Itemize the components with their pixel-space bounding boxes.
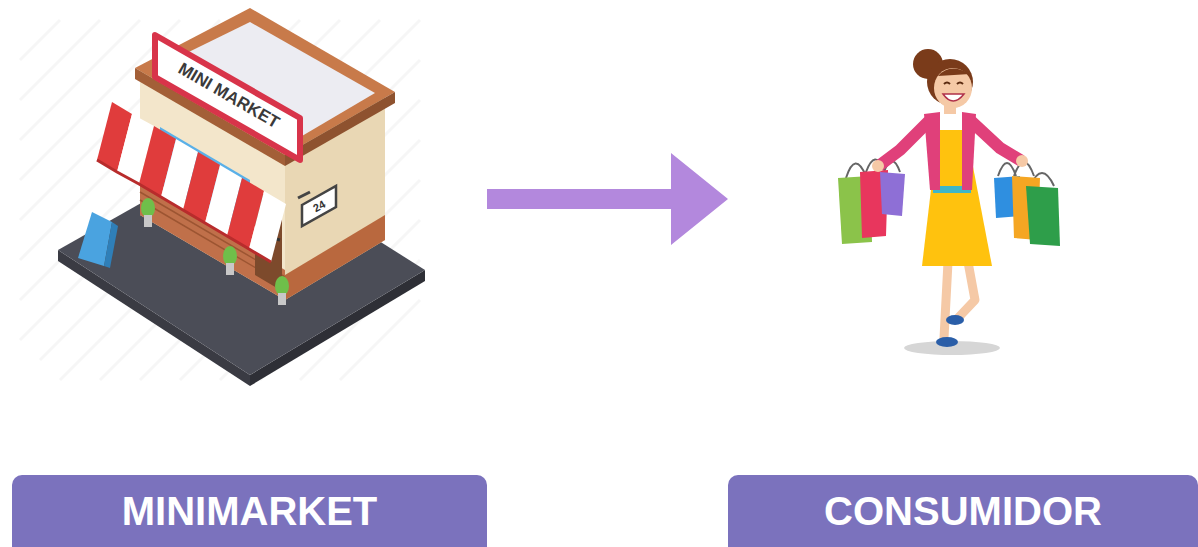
node-label: MINIMARKET bbox=[12, 475, 487, 547]
arm bbox=[880, 122, 928, 165]
leg bbox=[944, 262, 948, 338]
hours-sign bbox=[302, 186, 336, 226]
shopper-illustration bbox=[838, 49, 1060, 355]
hand bbox=[872, 160, 884, 172]
leg bbox=[958, 262, 975, 318]
shoe bbox=[946, 315, 964, 325]
jacket bbox=[924, 112, 940, 190]
plant-pot bbox=[278, 293, 286, 305]
arm bbox=[972, 122, 1020, 160]
hair-fringe bbox=[938, 68, 970, 76]
brick-base bbox=[285, 215, 385, 300]
plant-pot bbox=[226, 263, 234, 275]
smile bbox=[943, 94, 964, 101]
awning-edge bbox=[97, 160, 271, 262]
shopping-bag bbox=[880, 172, 905, 216]
flow-arrow bbox=[487, 153, 728, 245]
node-label: CONSUMIDOR bbox=[728, 475, 1198, 547]
jacket bbox=[962, 112, 976, 190]
a-frame-sign bbox=[104, 222, 118, 268]
node-column: CONSUMIDOR bbox=[728, 20, 1198, 547]
plant-pot bbox=[144, 215, 152, 227]
sign-bracket bbox=[298, 192, 310, 198]
shopping-bag bbox=[1026, 186, 1060, 246]
shoe bbox=[936, 337, 958, 347]
face bbox=[934, 68, 972, 108]
store-illustration bbox=[58, 8, 425, 386]
eyes bbox=[944, 83, 963, 85]
hand bbox=[1016, 155, 1028, 167]
